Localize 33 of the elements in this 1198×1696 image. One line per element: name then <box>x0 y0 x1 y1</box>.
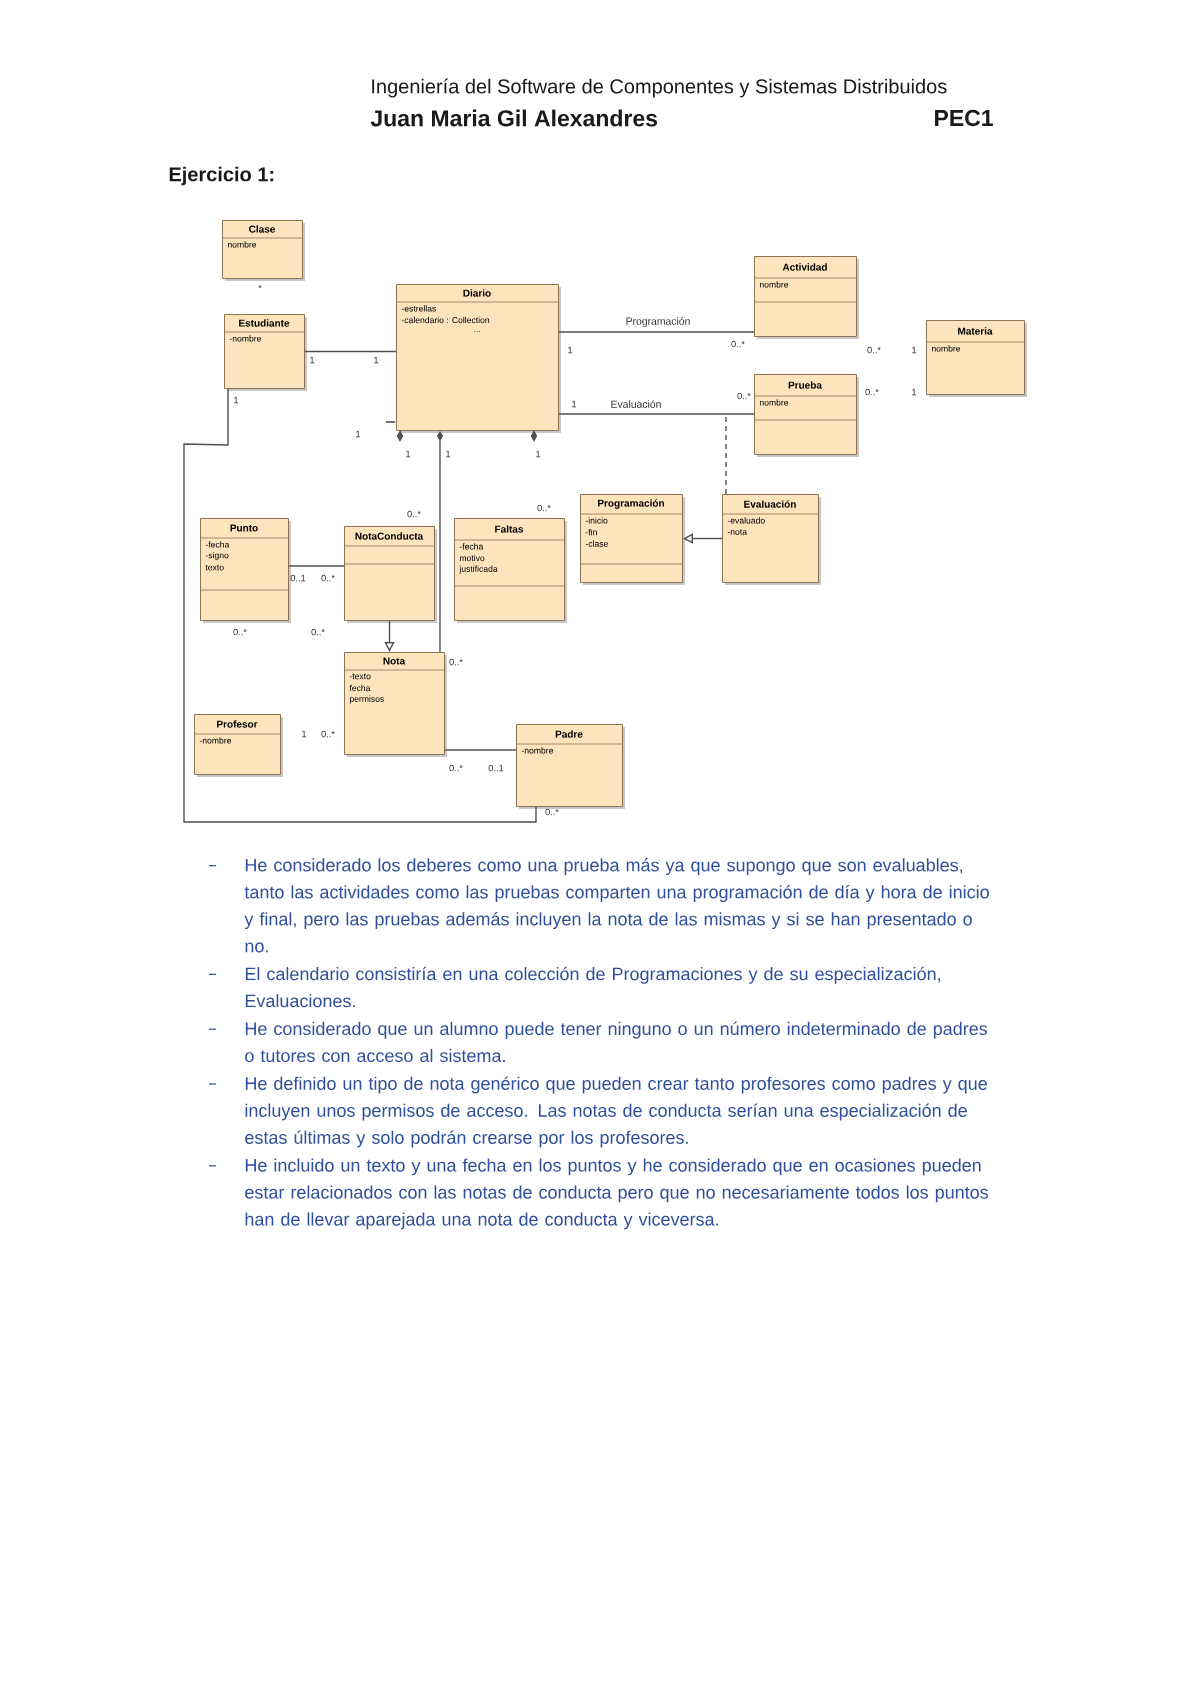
note-text: He definido un tipo de nota genérico que pueden crear tanto profesores como padres y que incluyen unos permisos de acceso. Las notas de conducta serían una especialización de estas últimas y solo podrán crearse por los profesores. <box>245 1076 987 1148</box>
class-box <box>199 518 291 623</box>
association-line <box>444 749 517 751</box>
heading: Ejercicio 1: <box>169 166 274 186</box>
association-line <box>183 388 537 823</box>
class-box <box>721 494 821 585</box>
class-box <box>753 256 859 339</box>
generalization-arrow <box>683 533 723 544</box>
note-text: He incluido un texto y una fecha en los puntos y he considerado que en ocasiones pueden estar relacionados con las notas de conducta pero que no necesariamente todos los puntos han de llevar aparejada una nota de conducta y viceversa. <box>245 1158 989 1230</box>
note-text: He considerado los deberes como una prueba más ya que supongo que son evaluables, tanto las actividades como las pruebas comparten una programación de día y hora de inicio y final, pero las pruebas además incluyen la nota de las mismas y si se han presentado o no. <box>244 858 989 953</box>
class-box <box>579 494 685 585</box>
class-box <box>515 724 625 809</box>
association-line <box>304 350 397 353</box>
class-box <box>193 714 283 777</box>
dashed-line <box>725 413 727 495</box>
class-box <box>925 320 1027 397</box>
class-box <box>343 652 447 757</box>
class-box <box>395 284 561 433</box>
class-box <box>221 220 305 281</box>
association-line <box>558 331 755 333</box>
note-text: He considerado que un alumno puede tener ninguno o un número indeterminado de padres o tutores con acceso al sistema. <box>245 1021 988 1063</box>
header-text: PEC1 <box>935 109 993 127</box>
class-box <box>223 314 307 391</box>
composition-line <box>436 431 444 653</box>
association-line <box>558 413 755 415</box>
class-box <box>753 374 859 457</box>
header-text: Juan Maria Gil Alexandres <box>370 109 658 127</box>
class-box <box>453 518 567 623</box>
note-text: El calendario consistiría en una colección de Programaciones y de su especialización, Evaluaciones. <box>245 966 940 1008</box>
class-box <box>343 526 437 623</box>
generalization-arrow <box>384 620 395 652</box>
header-text: Ingeniería del Software de Componentes y Sistemas Distribuidos <box>372 78 947 98</box>
association-line <box>288 565 345 567</box>
